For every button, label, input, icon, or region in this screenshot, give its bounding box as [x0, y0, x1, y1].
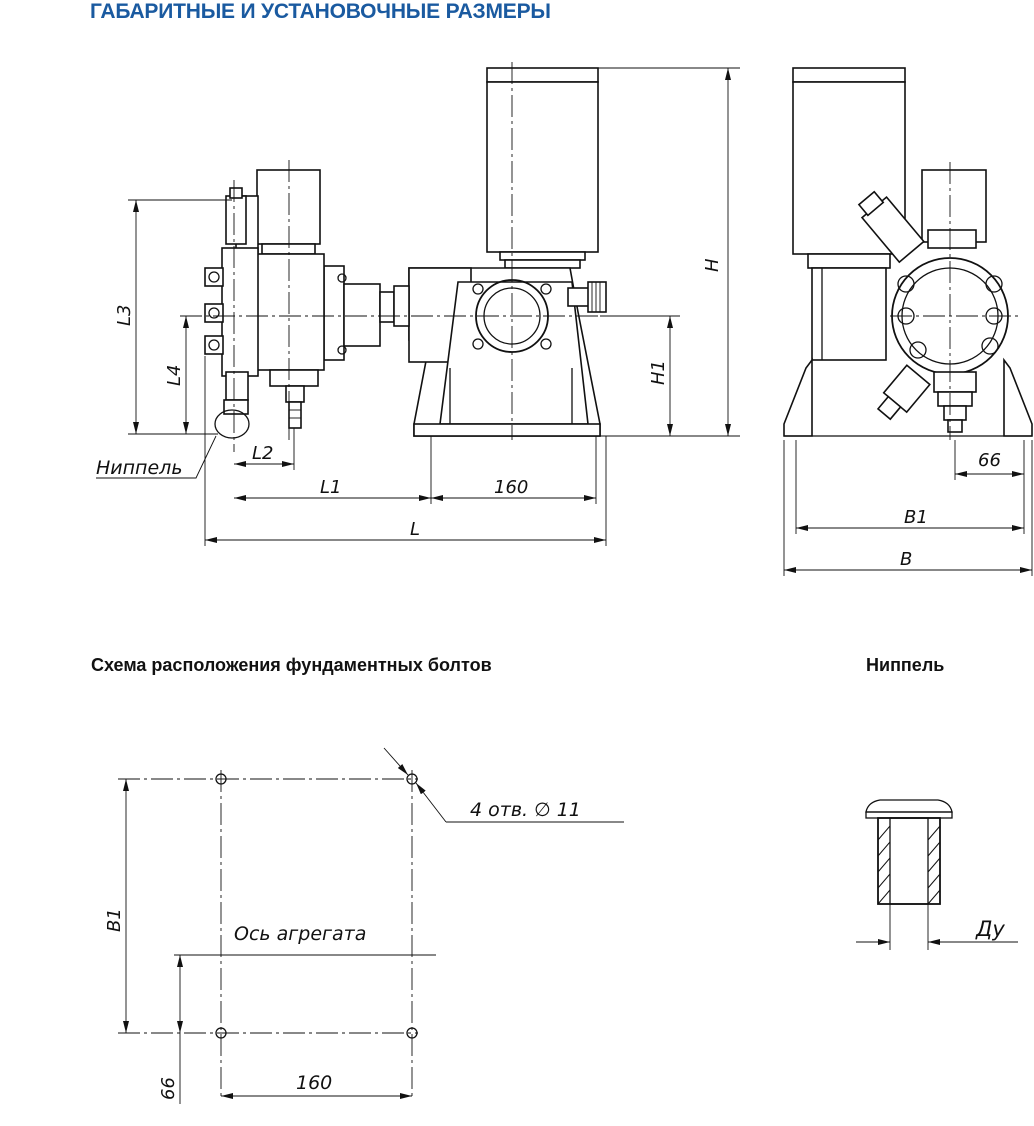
holes-note: 4 отв. ∅ 11 [470, 799, 581, 821]
page-title: ГАБАРИТНЫЕ И УСТАНОВОЧНЫЕ РАЗМЕРЫ [90, 0, 551, 23]
bolt-scheme-title: Схема расположения фундаментных болтов [91, 655, 492, 675]
bolt-hole [406, 773, 418, 785]
dim-B-side: B [900, 549, 912, 570]
bolt-scheme: 4 отв. ∅ 11 Ось агрегата B1 66 160 [104, 747, 624, 1104]
drive-shaft [323, 265, 410, 361]
nipple-hatching [877, 825, 941, 905]
bolt-hole [406, 1027, 418, 1039]
dim-160-front: 160 [494, 477, 528, 498]
dim-L4: L4 [164, 365, 185, 386]
dim-66-bolts: 66 [158, 1077, 179, 1100]
small-motor [235, 169, 321, 255]
dim-L2: L2 [252, 443, 273, 464]
nipple-title: Ниппель [866, 655, 945, 675]
bolt-hole [215, 1027, 227, 1039]
nipple-detail: Ду [856, 799, 1018, 950]
bolt-hole [215, 773, 227, 785]
dim-L1: L1 [320, 477, 341, 498]
dim-B1-bolts: B1 [104, 908, 125, 932]
main-motor [486, 67, 599, 269]
dim-H: H [702, 258, 723, 272]
dim-L3: L3 [114, 305, 135, 326]
side-view: 66 B1 B [783, 67, 1033, 576]
dim-160-bolts: 160 [296, 1072, 332, 1094]
front-view: Ниппель H H1 L3 L4 L2 L1 160 L [96, 62, 740, 546]
nipple-du: Ду [975, 917, 1005, 941]
dim-B1-side: B1 [904, 507, 928, 528]
dim-L: L [410, 519, 420, 540]
dim-66-side: 66 [978, 450, 1001, 471]
axis-label: Ось агрегата [234, 923, 366, 945]
gear-housing [408, 267, 607, 437]
dim-H1: H1 [648, 360, 669, 385]
nipple-callout: Ниппель [96, 457, 183, 479]
